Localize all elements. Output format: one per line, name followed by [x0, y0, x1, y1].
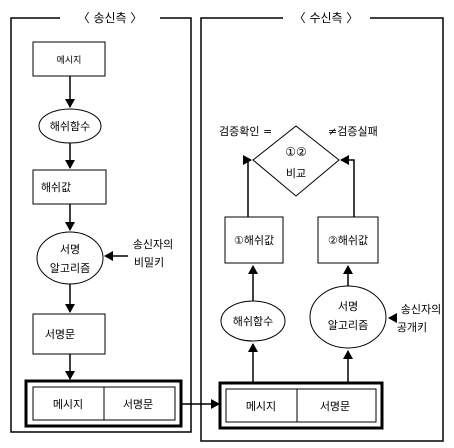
sender-sign-algorithm-line1: 서명	[60, 243, 80, 256]
public-key-note-line2: 공개키	[397, 321, 427, 334]
sender-hash-value-box	[32, 169, 107, 205]
sender-sign-algorithm-line2: 알고리즘	[50, 261, 90, 275]
arrow-value-1-to-compare	[243, 155, 252, 217]
sender-signature-label: 서명문	[45, 328, 75, 341]
hash-value-1-box	[224, 216, 284, 264]
private-key-note-line2: 비밀키	[134, 256, 164, 269]
private-key-note-line1: 송신자의	[133, 238, 173, 251]
sender-hash-function-label: 해쉬함수	[50, 119, 90, 133]
receiver-bundle-signature: 서명문	[320, 400, 350, 413]
receiver-sign-algorithm-line2: 알고리즘	[328, 318, 368, 332]
receiver-panel-title: 〈 수신측 〉	[294, 11, 359, 25]
compare-label-top: ①②	[285, 145, 307, 159]
sender-message-label: 메시지	[57, 55, 82, 66]
compare-diamond	[252, 125, 340, 197]
receiver-bundle-outer	[218, 381, 384, 430]
sender-message-box	[32, 41, 106, 77]
hash-value-2-label: ②해쉬값	[328, 233, 368, 247]
sender-bundle-signature: 서명문	[123, 398, 153, 411]
sender-signature-box	[32, 313, 106, 355]
receiver-panel: 〈 수신측 〉 ①② 비교 검증확인 = ≠검증실패 ①해쉬값 ②해쉬값 해쉬함…	[200, 11, 444, 442]
hash-value-1-label: ①해쉬값	[234, 233, 274, 247]
receiver-bundle-inner	[225, 388, 377, 423]
verify-ok-label: 검증확인 =	[219, 125, 272, 138]
receiver-sign-algorithm-line1: 서명	[338, 300, 358, 313]
sender-hash-value-label: 해쉬값	[41, 180, 71, 194]
verify-fail-label: ≠검증실패	[328, 125, 378, 138]
sender-panel-title: 〈 송신측 〉	[78, 11, 143, 25]
receiver-sign-algorithm	[309, 285, 387, 349]
arrow-value-2-to-compare	[340, 155, 355, 217]
hash-value-2-box	[317, 216, 379, 264]
sender-panel: 〈 송신측 〉 메시지 해쉬함수 해쉬값 서명 알고리즘 송신자의 비밀키 서명…	[10, 11, 192, 433]
sender-panel-border	[10, 17, 192, 433]
sender-sign-algorithm	[36, 231, 104, 285]
receiver-hash-function-label: 해쉬함수	[233, 314, 273, 328]
sender-bundle-message: 메시지	[53, 398, 83, 411]
receiver-bundle-message: 메시지	[246, 400, 276, 413]
public-key-note-line1: 송신자의	[401, 303, 441, 316]
compare-label-bottom: 비교	[286, 167, 306, 180]
receiver-panel-border	[200, 17, 444, 442]
